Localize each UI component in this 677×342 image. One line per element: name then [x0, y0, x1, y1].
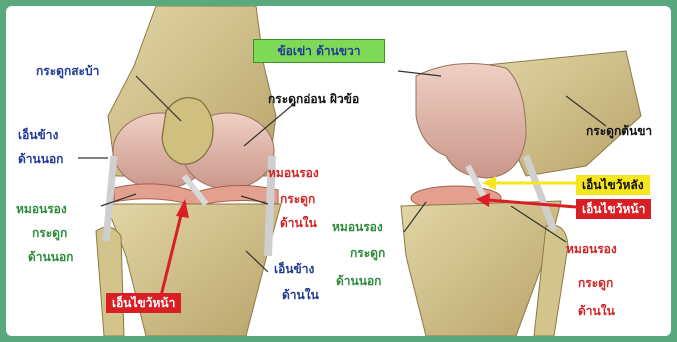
label-med-meniscus-right-1: หมอนรอง — [566, 242, 617, 256]
label-med-meniscus-center-3: ด้านใน — [280, 216, 317, 230]
label-lat-meniscus-left-2: กระดูก — [32, 226, 67, 240]
label-lcl-line2: ด้านนอก — [18, 152, 63, 166]
diagram-title: ข้อเข่า ด้านขวา — [253, 39, 385, 63]
label-med-meniscus-right-2: กระดูก — [578, 276, 613, 290]
label-med-meniscus-center-1: หมอนรอง — [268, 166, 319, 180]
label-lcl-line1: เอ็นข้าง — [18, 128, 58, 142]
label-lat-meniscus-right-2: กระดูก — [350, 246, 385, 260]
label-patella: กระดูกสะบ้า — [36, 64, 99, 78]
tag-acl-right: เอ็นไขว้หน้า — [576, 199, 651, 219]
label-med-meniscus-center-2: กระดูก — [280, 192, 315, 206]
tag-pcl-right: เอ็นไขว้หลัง — [576, 175, 650, 195]
label-lat-meniscus-left-3: ด้านนอก — [28, 250, 73, 264]
right-femoral-condyles — [416, 64, 526, 179]
left-fibula — [96, 227, 124, 336]
patella-bone — [162, 98, 213, 165]
diagram-frame: ข้อเข่า ด้านขวา กระดูกสะบ้า กระดูกอ่อน ผ… — [6, 6, 671, 336]
right-pcl-arrow — [482, 176, 576, 190]
label-articular-cartilage: กระดูกอ่อน ผิวข้อ — [268, 92, 359, 106]
tag-acl-left: เอ็นไขว้หน้า — [106, 293, 181, 313]
label-lat-meniscus-left-1: หมอนรอง — [16, 202, 67, 216]
label-mcl-line2: ด้านใน — [282, 288, 319, 302]
left-tibia — [106, 204, 281, 336]
label-femur: กระดูกต้นขา — [586, 124, 652, 138]
label-med-meniscus-right-3: ด้านใน — [578, 304, 615, 318]
label-lat-meniscus-right-1: หมอนรอง — [332, 220, 383, 234]
label-lat-meniscus-right-3: ด้านนอก — [336, 274, 381, 288]
label-mcl-line1: เอ็นข้าง — [274, 262, 314, 276]
